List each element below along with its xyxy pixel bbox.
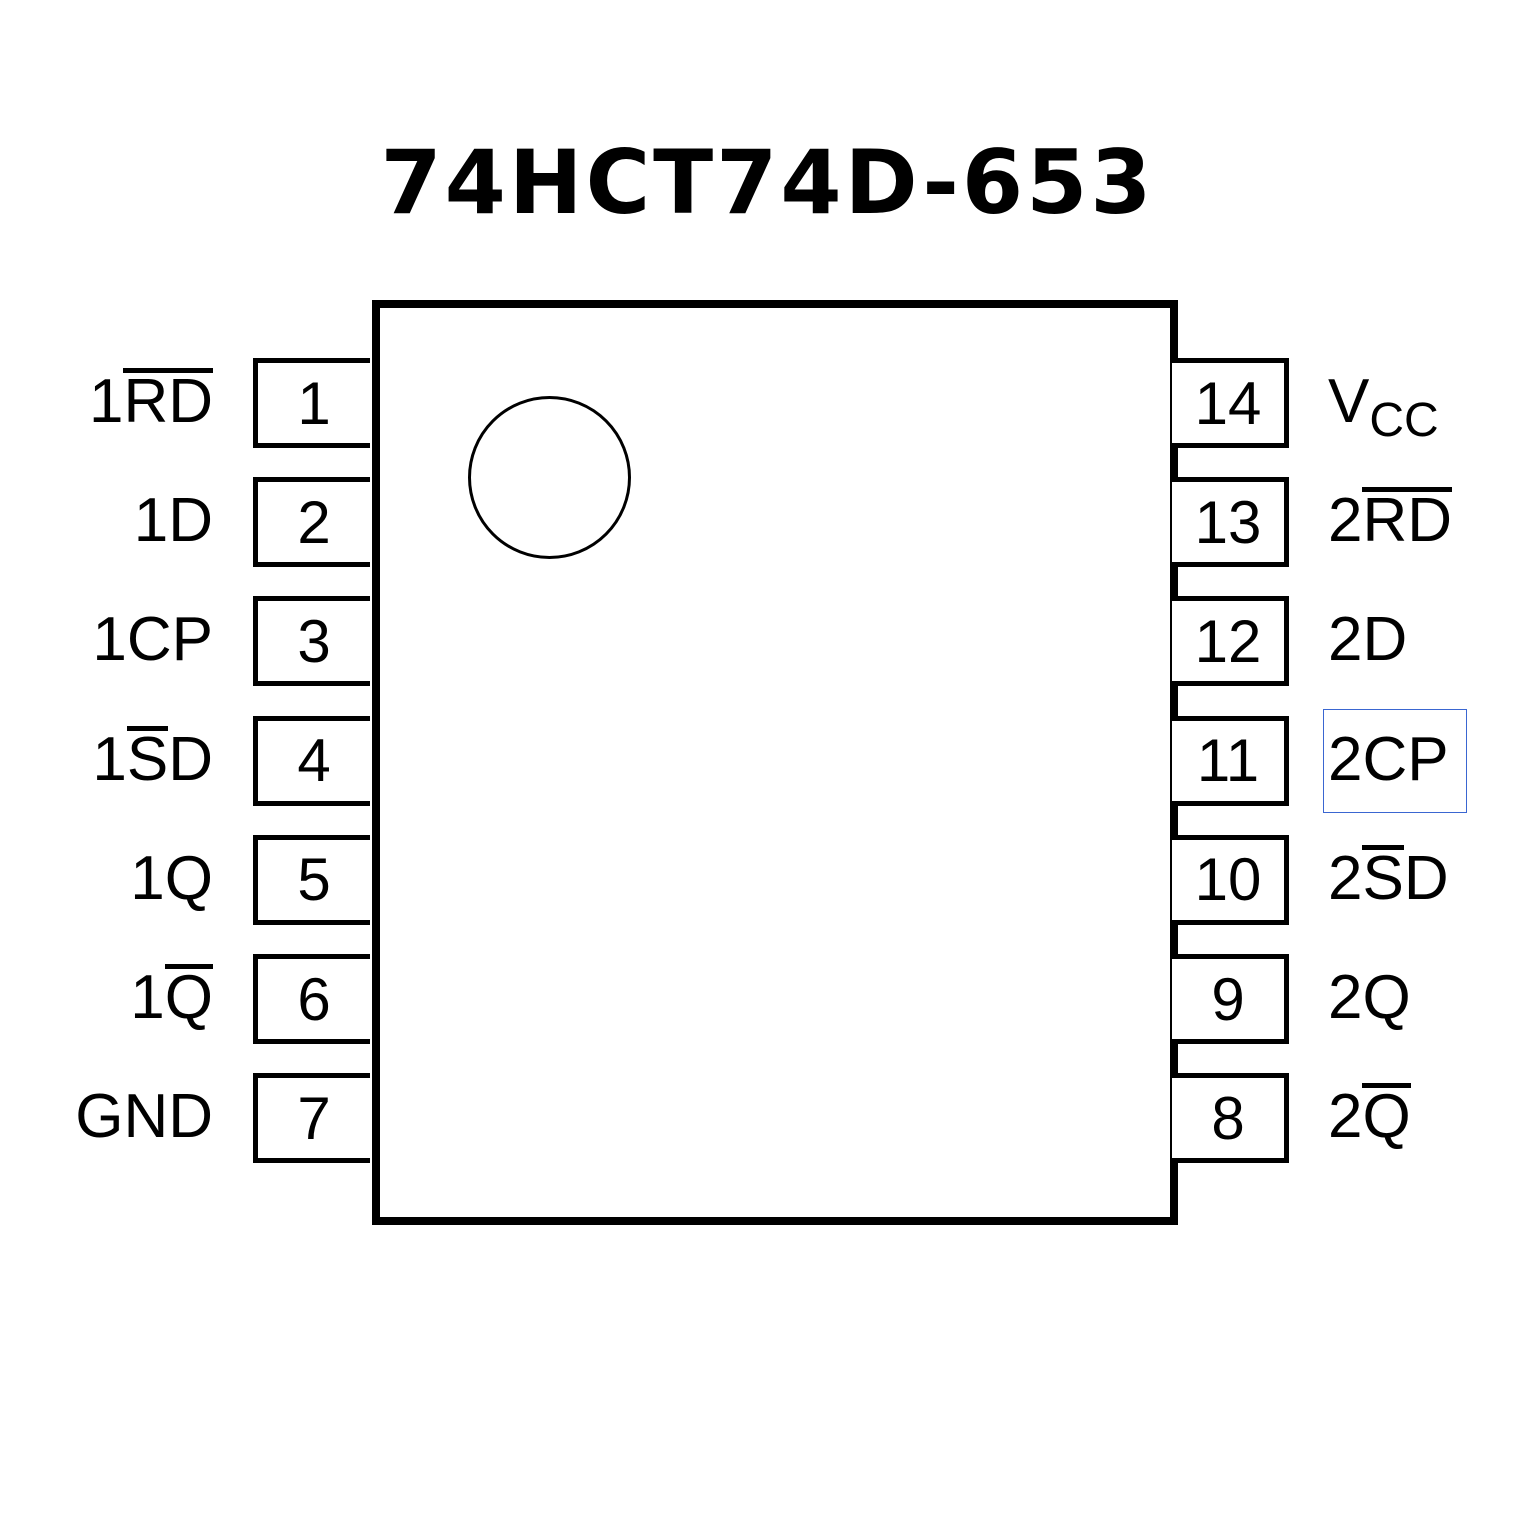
pin-label-text: 1Q (130, 843, 213, 913)
pin-box: 14 (1172, 358, 1289, 448)
pin-number: 7 (297, 1084, 331, 1152)
pin-label-text: 2D (1328, 605, 1408, 675)
pin-label: 2Q (1328, 1077, 1411, 1157)
pin-label-text: GND (75, 1082, 213, 1152)
pin-label-text: 2 (1328, 1082, 1363, 1152)
pin-label-text: D (1403, 843, 1449, 913)
pin-label: 2RD (1328, 481, 1453, 561)
pin-box: 12 (1172, 596, 1289, 687)
pin-box: 3 (253, 596, 370, 687)
pin-label: 2CP (1328, 720, 1449, 800)
pin-label-text: 1CP (92, 605, 213, 675)
pin-label: GND (75, 1077, 213, 1157)
pin-number: 11 (1196, 727, 1260, 795)
pin-box: 5 (253, 834, 370, 925)
pin-label: 1Q (130, 839, 213, 919)
pin-label: 1SD (92, 720, 213, 800)
pin-box: 8 (1172, 1073, 1289, 1164)
pin-box: 9 (1172, 954, 1289, 1044)
pin-label-text: 2Q (1328, 963, 1411, 1032)
pin-label: 2SD (1328, 839, 1449, 919)
pin-label-overline-text: S (126, 724, 169, 794)
chip-title: 74HCT74D-653 (380, 131, 1155, 234)
pin-label: 1CP (92, 600, 213, 680)
pin-label: 2Q (1328, 958, 1411, 1038)
pin-label: 1D (134, 481, 213, 561)
pin-label-overline-text: S (1362, 843, 1404, 913)
pin-number: 12 (1194, 607, 1262, 675)
pin-label-overline-text: Q (164, 963, 213, 1032)
pin-label-overline-text: Q (1362, 1082, 1411, 1152)
pin-number: 1 (297, 369, 331, 437)
pin-number: 2 (297, 488, 331, 556)
pin-box: 11 (1172, 715, 1289, 806)
pin-label-text: 2 (1328, 843, 1363, 913)
pin-label-overline-text: RD (123, 367, 213, 436)
pin-number: 6 (297, 965, 331, 1033)
pin-label-text: D (168, 724, 213, 794)
pin-label: 2D (1328, 600, 1407, 680)
pin-number: 13 (1194, 488, 1262, 556)
pin-box: 1 (253, 358, 370, 448)
pin-label-text: 2 (1328, 486, 1363, 556)
pin-box: 2 (253, 477, 370, 568)
selection-box (1323, 709, 1467, 813)
pin-label-text: V (1328, 367, 1370, 436)
pin-box: 4 (253, 715, 370, 806)
pin-label-text: 1 (88, 367, 124, 436)
pin-label: 1Q (130, 958, 213, 1038)
pin-number: 14 (1194, 369, 1262, 437)
pin-box: 10 (1172, 834, 1289, 925)
pin-label-text: 1 (130, 963, 165, 1032)
pin-number: 3 (297, 607, 331, 675)
pin-label-text: 1 (92, 724, 127, 794)
pin-label-overline-text: RD (1362, 486, 1453, 556)
pin1-indicator-circle (468, 396, 631, 559)
pin-number: 4 (297, 727, 331, 795)
pin-label: 1RD (89, 362, 213, 442)
pin-label-text: 1D (133, 486, 213, 556)
pin-label-subscript: CC (1369, 394, 1439, 447)
pin-box: 13 (1172, 477, 1289, 568)
pin-box: 6 (253, 954, 370, 1044)
pin-number: 10 (1194, 846, 1262, 914)
pin-label: VCC (1328, 362, 1439, 461)
pin-label-text: 2CP (1328, 724, 1449, 794)
pin-number: 8 (1211, 1084, 1245, 1152)
pin-number: 9 (1211, 965, 1245, 1033)
pin-number: 5 (297, 846, 331, 914)
pin-box: 7 (253, 1073, 370, 1164)
